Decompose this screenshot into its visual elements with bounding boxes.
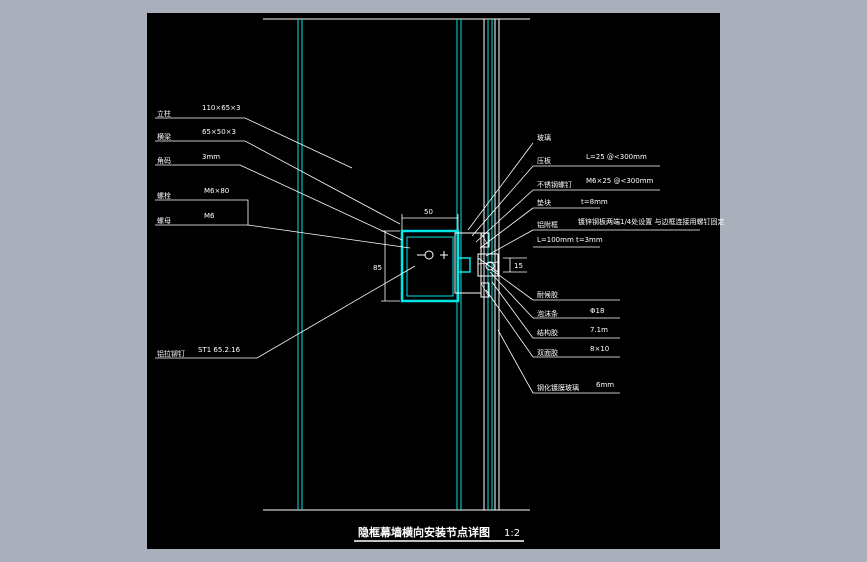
foam-rod <box>485 261 495 271</box>
leader-tape <box>485 289 534 358</box>
label-subframe-name: 铝附框 <box>537 220 558 229</box>
label-angle-spec: 3mm <box>202 153 220 161</box>
sub-frame <box>454 232 482 294</box>
label-angle-name: 角码 <box>157 156 171 165</box>
leader-rivet <box>155 265 416 359</box>
leader-spacer <box>479 207 534 249</box>
dim-height-text: 85 <box>373 264 382 272</box>
drawing-title: 隐框幕墙横向安装节点详图 <box>358 525 490 539</box>
drawing-scale: 1:2 <box>504 528 520 539</box>
transom-section <box>400 229 460 303</box>
leader-column <box>155 117 353 169</box>
label-screw-spec: M6×25 @<300mm <box>586 177 654 185</box>
label-spacer-spec: t=8mm <box>581 198 608 206</box>
label-bolt-name: 螺栓 <box>157 191 171 200</box>
label-tape-spec: 8×10 <box>590 345 609 353</box>
leader-press-plate <box>471 165 534 237</box>
leader-bolt <box>155 199 411 249</box>
leader-transom <box>155 140 401 225</box>
sealant-block <box>477 253 499 277</box>
leader-screw <box>475 189 534 243</box>
label-glass-name: 玻璃 <box>537 133 551 142</box>
dim-small-text: 15 <box>514 262 523 270</box>
label-foam-name: 泡沫条 <box>537 309 558 318</box>
label-subframe-size: L=100mm t=3mm <box>537 236 603 244</box>
label-nut-name: 螺母 <box>157 216 171 225</box>
label-structural-name: 结构胶 <box>537 328 558 337</box>
leader-glass-pane <box>497 329 534 394</box>
dim-width-text: 50 <box>424 208 433 216</box>
label-subframe-spec: 镀锌钢板两端1/4处设置 与边框连接用螺钉固定 <box>578 217 725 226</box>
label-rivet-spec: ST1 65.2.16 <box>198 346 241 354</box>
label-spacer-name: 垫块 <box>537 198 551 207</box>
label-press-spec: L=25 @<300mm <box>586 153 647 161</box>
label-pane-name: 钢化镀膜玻璃 <box>537 383 579 392</box>
label-screw-name: 不锈钢螺钉 <box>537 180 572 189</box>
label-transom-spec: 65×50×3 <box>202 128 236 136</box>
leader-subframe <box>485 229 534 257</box>
label-pane-spec: 6mm <box>596 381 614 389</box>
leader-structural <box>491 281 534 339</box>
leader-angle <box>155 164 403 241</box>
leader-weather-seal <box>491 269 534 301</box>
label-bolt-spec: M6×80 <box>204 187 229 195</box>
leader-foam <box>489 271 534 319</box>
leader-glass <box>467 142 534 231</box>
label-tape-name: 双面胶 <box>537 348 558 357</box>
label-foam-spec: Φ18 <box>590 307 604 315</box>
label-weather-name: 耐候胶 <box>537 290 558 299</box>
label-structural-spec: 7.1m <box>590 326 608 334</box>
label-press-name: 压板 <box>537 156 551 165</box>
label-nut-spec: M6 <box>204 212 215 220</box>
bolt-circle <box>424 250 434 260</box>
label-transom-name: 横梁 <box>157 132 171 141</box>
label-rivet-name: 铝拉铆钉 <box>157 349 185 358</box>
label-column-name: 立柱 <box>157 109 171 118</box>
drawing-frame <box>147 13 720 549</box>
label-column-spec: 110×65×3 <box>202 104 240 112</box>
